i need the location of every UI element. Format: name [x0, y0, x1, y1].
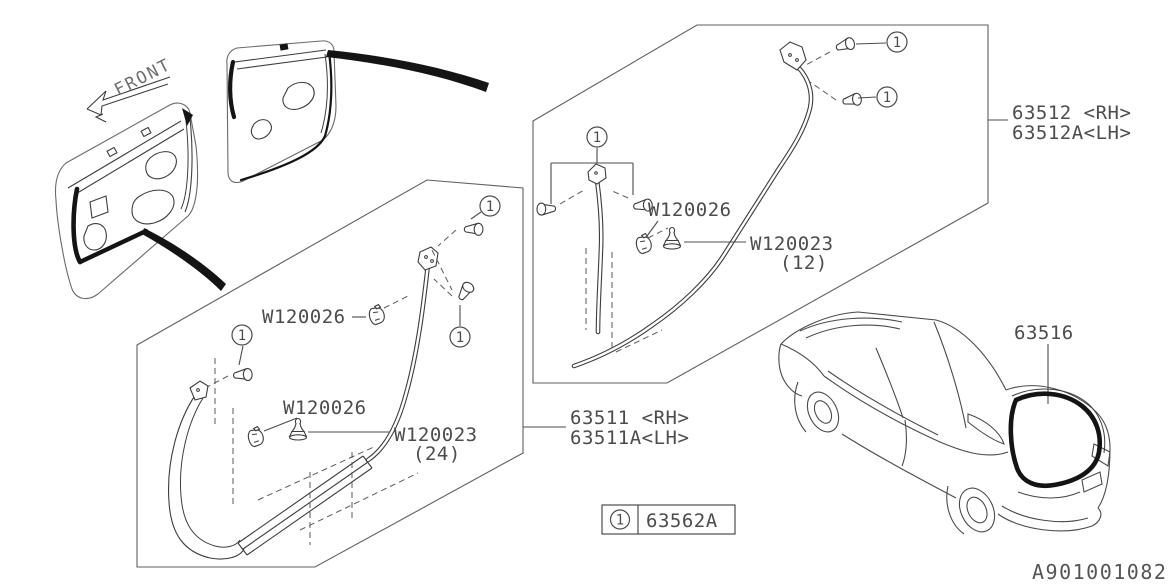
strip-end-cap	[779, 41, 807, 71]
legend-box: 1 63562A	[601, 504, 736, 535]
marker-leaders	[238, 42, 887, 366]
front-label: FRONT	[111, 55, 175, 101]
svg-text:1: 1	[486, 199, 494, 215]
door-seal-tab	[279, 43, 289, 51]
label-63511-lh: 63511A<LH>	[570, 427, 689, 449]
weatherstrip-63511	[167, 229, 457, 560]
label-w120026-lower: W120026	[283, 397, 367, 419]
seal-flourish-rear	[326, 50, 489, 92]
label-w120023-rear-qty: (12)	[780, 252, 828, 274]
svg-text:1: 1	[883, 90, 891, 106]
label-w120023-front: W120023	[394, 424, 478, 446]
label-63511-rh: 63511 <RH>	[570, 407, 689, 429]
marker-1: 1	[886, 31, 908, 53]
strip-end-cap	[417, 246, 439, 271]
label-w120026-rear: W120026	[648, 199, 732, 221]
label-63516: 63516	[1014, 322, 1074, 344]
clip-labels: W120026 W120023 (12) W120026 W120026 W12…	[262, 199, 834, 465]
svg-text:1: 1	[893, 35, 901, 51]
label-63512-rh: 63512 <RH>	[1012, 102, 1131, 124]
strip-end-cap	[587, 163, 607, 185]
seal-flourish-front	[142, 228, 226, 291]
front-direction-arrow: FRONT	[86, 55, 175, 123]
part-labels: 63512 <RH> 63512A<LH> 63511 <RH> 63511A<…	[523, 102, 1131, 449]
marker-1: 1	[231, 324, 253, 346]
figure-code: A901001082	[1032, 560, 1167, 584]
label-w120026-upper: W120026	[262, 306, 346, 328]
panel-63512	[532, 24, 989, 384]
rear-gate-seal	[1008, 391, 1103, 489]
marker-1: 1	[449, 326, 471, 348]
door-corner-seal-end	[182, 108, 193, 126]
marker-1: 1	[479, 195, 501, 217]
label-w120023-front-qty: (24)	[413, 443, 461, 465]
legend-marker-1: 1	[609, 509, 631, 530]
weatherstrip-63512	[559, 41, 837, 369]
svg-text:1: 1	[238, 328, 246, 344]
panel-63511	[136, 179, 524, 568]
strip-end-cap	[189, 380, 209, 401]
marker-1: 1	[586, 126, 608, 148]
car-drawing	[778, 311, 1111, 535]
legend-part-number: 63562A	[646, 510, 718, 532]
front-door-drawing	[54, 102, 226, 300]
label-63512-lh: 63512A<LH>	[1012, 122, 1131, 144]
marker-1: 1	[876, 86, 898, 108]
svg-text:1: 1	[616, 513, 624, 529]
svg-text:1: 1	[456, 330, 464, 346]
svg-text:1: 1	[593, 130, 601, 146]
label-w120023-rear: W120023	[750, 233, 834, 255]
rear-door-drawing	[226, 40, 489, 184]
